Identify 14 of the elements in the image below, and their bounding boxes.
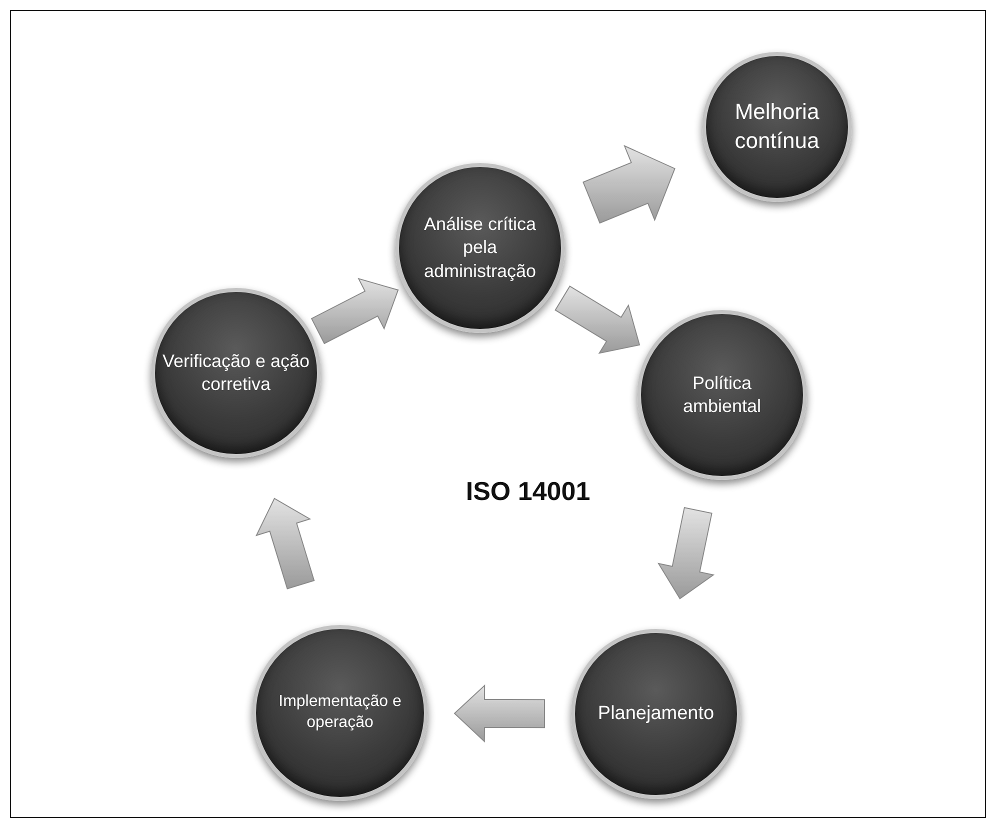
circle-node bbox=[395, 163, 565, 333]
node-label: Análise crítica pela administração bbox=[422, 212, 538, 283]
block-arrow bbox=[554, 286, 640, 354]
block-arrow bbox=[582, 144, 676, 224]
block-arrow bbox=[310, 278, 399, 344]
block-arrow bbox=[454, 684, 545, 743]
node-label: Planejamento bbox=[596, 702, 716, 726]
node-label: Verificação e ação corretiva bbox=[161, 350, 311, 396]
block-arrow bbox=[657, 507, 715, 600]
node-label: Implementação e operação bbox=[278, 692, 402, 733]
center-title: ISO 14001 bbox=[464, 476, 592, 507]
node-label: Política ambiental bbox=[682, 372, 762, 418]
block-arrow bbox=[255, 498, 315, 590]
node-label: Melhoria contínua bbox=[734, 98, 820, 155]
